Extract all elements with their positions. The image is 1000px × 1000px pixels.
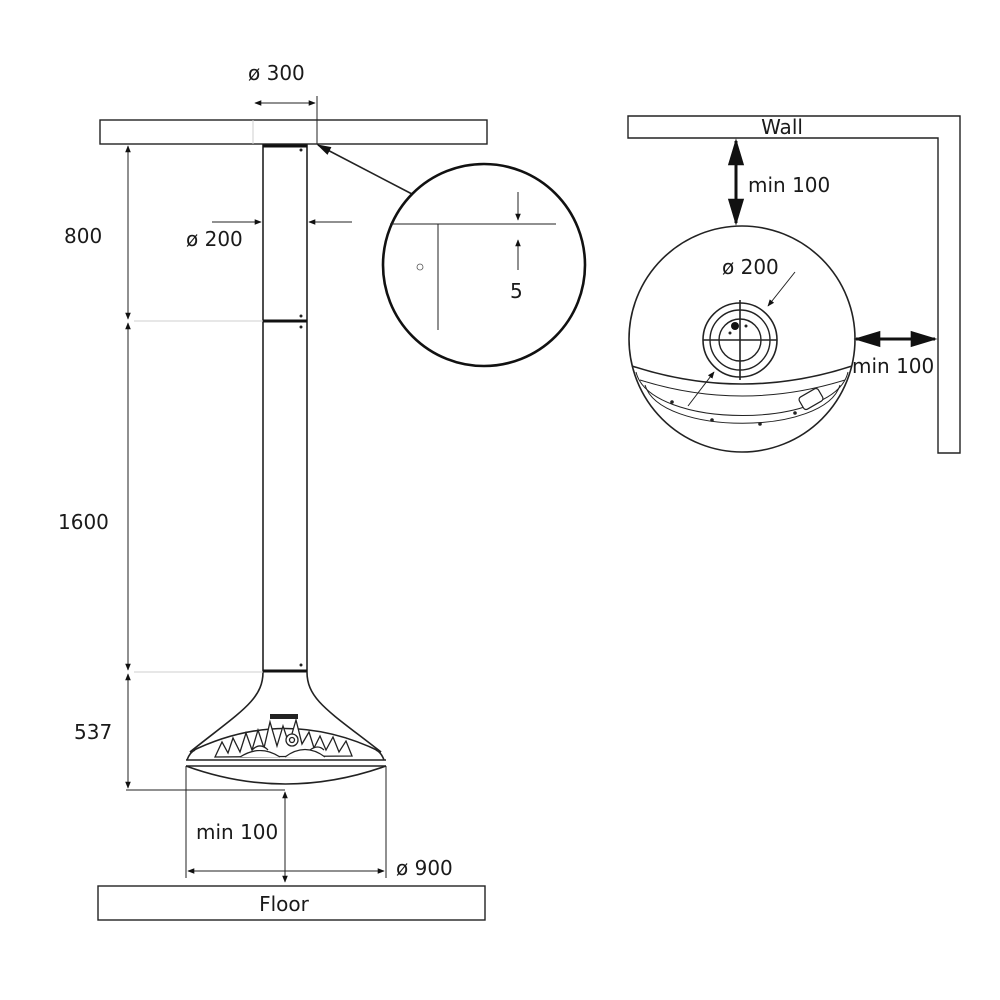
top-view: Wall ø 200 — [627, 115, 961, 454]
flue-pipe — [262, 144, 308, 673]
flue-collar — [702, 300, 778, 380]
wall-clearance-side-label: min 100 — [852, 354, 934, 378]
fire-flames — [213, 717, 353, 758]
fire-diameter-label: ø 900 — [396, 856, 453, 880]
fireplace-top-outline — [628, 225, 856, 453]
wall-outline — [627, 115, 961, 454]
floor-label: Floor — [259, 892, 310, 916]
ceiling-slab — [99, 119, 488, 145]
detail-callout: 5 — [316, 144, 587, 368]
floor-slab — [97, 885, 486, 921]
height-label-537: 537 — [74, 720, 112, 744]
detail-gap-label: 5 — [510, 279, 523, 303]
flue-diameter-label: ø 200 — [186, 227, 243, 251]
wall-label: Wall — [761, 115, 803, 139]
wall-clearance-top-label: min 100 — [748, 173, 830, 197]
detail-circle — [381, 162, 587, 368]
fireplace-hood — [185, 671, 387, 785]
top-diameter-label: ø 200 — [722, 255, 779, 279]
height-label-800: 800 — [64, 224, 102, 248]
side-view: ø 300 ø 200 — [58, 61, 488, 921]
height-label-1600: 1600 — [58, 510, 109, 534]
floor-clearance-label: min 100 — [196, 820, 278, 844]
ceiling-diameter-label: ø 300 — [248, 61, 305, 85]
